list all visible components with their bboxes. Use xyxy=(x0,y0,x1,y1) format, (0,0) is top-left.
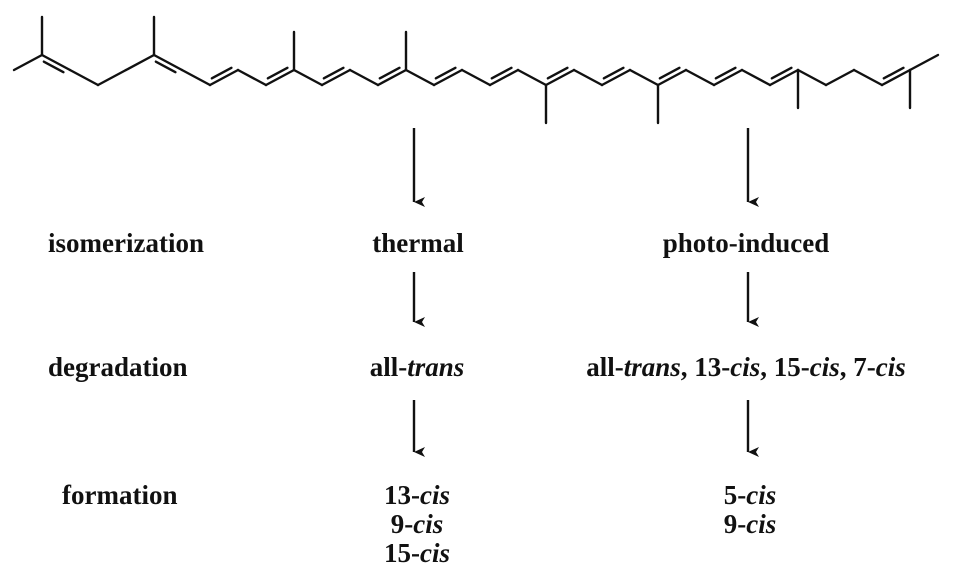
double-bond xyxy=(322,66,345,80)
row-label-formation: formation xyxy=(62,480,178,510)
isomer-italic-text: cis xyxy=(420,538,450,568)
double-bond xyxy=(42,60,65,74)
single-bond xyxy=(320,68,352,87)
isomer-italic-text: trans xyxy=(623,352,681,382)
single-bond xyxy=(348,68,380,87)
single-bond xyxy=(852,68,884,87)
double-bond xyxy=(546,66,569,80)
single-bond xyxy=(516,68,548,87)
isomer-text: 9- xyxy=(390,509,414,539)
isomer-text: all- xyxy=(369,352,408,382)
single-bond xyxy=(712,68,744,87)
single-bond xyxy=(68,68,100,87)
double-bond xyxy=(770,66,793,80)
isomer-italic-text: cis xyxy=(875,352,906,382)
single-bond xyxy=(124,53,156,72)
single-bond xyxy=(740,68,772,87)
isomer-text: 5- xyxy=(723,480,747,510)
single-bond xyxy=(600,68,632,87)
single-bond xyxy=(656,68,688,87)
single-bond xyxy=(180,68,212,87)
formation-product: 15-cis xyxy=(384,539,450,568)
double-bond xyxy=(210,66,233,80)
single-bond xyxy=(684,68,716,87)
isomer-text: , 15- xyxy=(760,352,810,382)
single-bond xyxy=(292,68,324,87)
single-bond xyxy=(908,53,940,72)
single-bond xyxy=(544,68,576,87)
single-bond xyxy=(12,53,44,72)
single-bond xyxy=(628,68,660,87)
thermal-degradation-products: all-trans xyxy=(370,352,465,382)
single-bond xyxy=(488,68,520,87)
thermal-heading: thermal xyxy=(372,228,464,258)
isomer-italic-text: cis xyxy=(730,352,761,382)
single-bond xyxy=(264,68,296,87)
single-bond xyxy=(824,68,856,87)
photo-heading: photo-induced xyxy=(662,228,830,258)
isomer-italic-text: cis xyxy=(413,509,444,539)
lycopene-structure xyxy=(12,15,940,125)
row-label-degradation: degradation xyxy=(48,352,188,382)
double-bond xyxy=(602,66,625,80)
isomer-text: all- xyxy=(586,352,624,382)
single-bond xyxy=(796,68,828,87)
single-bond xyxy=(40,53,72,72)
single-bond xyxy=(432,68,464,87)
double-bond xyxy=(714,66,737,80)
single-bond xyxy=(880,68,912,87)
single-bond xyxy=(376,68,408,87)
single-bond xyxy=(236,68,268,87)
single-bond xyxy=(96,68,128,87)
isomer-text: 13- xyxy=(384,480,420,510)
double-bond xyxy=(490,66,513,80)
isomer-italic-text: cis xyxy=(809,352,840,382)
isomer-italic-text: cis xyxy=(746,480,777,510)
double-bond xyxy=(434,66,457,80)
isomer-italic-text: trans xyxy=(407,352,465,382)
isomer-text: 9- xyxy=(723,509,747,539)
row-label-isomerization: isomerization xyxy=(48,228,204,258)
single-bond xyxy=(460,68,492,87)
single-bond xyxy=(152,53,184,72)
isomer-text: 15- xyxy=(384,538,420,568)
formation-product: 13-cis xyxy=(384,481,450,510)
double-bond xyxy=(154,60,177,74)
formation-product: 9-cis xyxy=(384,510,450,539)
double-bond xyxy=(378,66,401,80)
isomer-text: , 7- xyxy=(839,352,876,382)
isomer-italic-text: cis xyxy=(420,480,450,510)
single-bond xyxy=(404,68,436,87)
photo-degradation-products: all-trans, 13-cis, 15-cis, 7-cis xyxy=(586,352,906,382)
single-bond xyxy=(768,68,800,87)
double-bond xyxy=(266,66,289,80)
isomer-italic-text: cis xyxy=(746,509,777,539)
isomer-text: , 13- xyxy=(680,352,731,382)
formation-product: 5-cis xyxy=(724,481,777,510)
double-bond xyxy=(658,66,681,80)
double-bond xyxy=(882,66,905,80)
single-bond xyxy=(208,68,240,87)
single-bond xyxy=(572,68,604,87)
formation-product: 9-cis xyxy=(724,510,777,539)
